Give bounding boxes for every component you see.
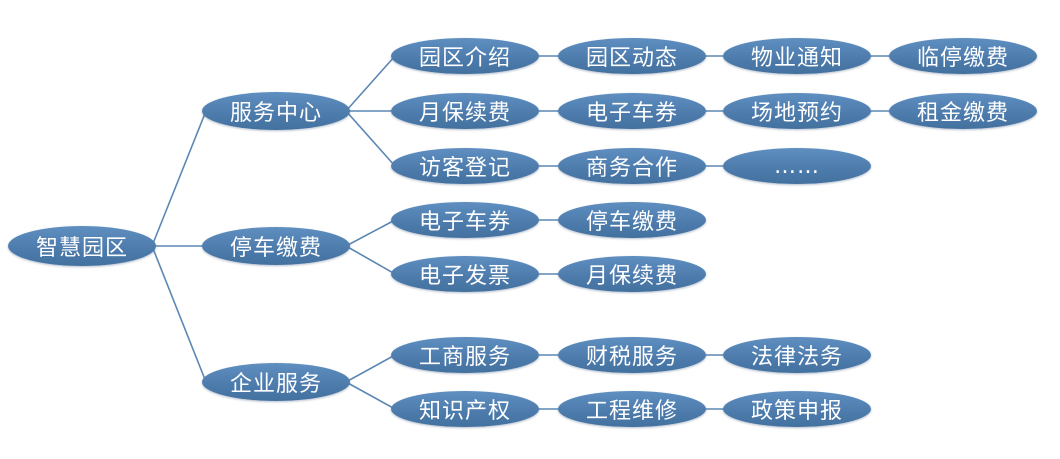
leaf-node: 场地预约 [723, 93, 871, 129]
ellipsis-node: …… [723, 148, 871, 184]
root-branch-connector [151, 110, 207, 247]
leaf-node: 租金缴费 [889, 93, 1037, 129]
branch-row-connector [345, 245, 396, 275]
branch-row-connector [345, 219, 396, 247]
leaf-node: 月保续费 [558, 256, 706, 292]
branch-row-connector [345, 110, 396, 167]
leaf-node: 访客登记 [391, 148, 539, 184]
leaf-node: 工程维修 [558, 391, 706, 427]
leaf-node: 法律法务 [723, 337, 871, 373]
branch-row-connector [345, 55, 396, 112]
root-branch-connector [151, 245, 207, 383]
leaf-node: 月保续费 [391, 93, 539, 129]
leaf-node: 电子车券 [558, 93, 706, 129]
branch-row-connector [345, 381, 396, 410]
leaf-node: 电子车券 [391, 202, 539, 238]
leaf-node: 财税服务 [558, 337, 706, 373]
leaf-node: 停车缴费 [558, 202, 706, 238]
leaf-node: 园区动态 [558, 38, 706, 74]
branch-node-service-center: 服务中心 [202, 92, 350, 130]
branch-node-parking-payment: 停车缴费 [202, 227, 350, 265]
leaf-node: 电子发票 [391, 256, 539, 292]
leaf-node: 园区介绍 [391, 38, 539, 74]
leaf-node: 商务合作 [558, 148, 706, 184]
root-node: 智慧园区 [8, 226, 156, 266]
leaf-node: 物业通知 [723, 38, 871, 74]
leaf-node: 知识产权 [391, 391, 539, 427]
leaf-node: 临停缴费 [889, 38, 1037, 74]
leaf-node: 工商服务 [391, 337, 539, 373]
branch-node-enterprise-services: 企业服务 [202, 363, 350, 401]
branch-row-connector [345, 354, 396, 383]
leaf-node: 政策申报 [723, 391, 871, 427]
